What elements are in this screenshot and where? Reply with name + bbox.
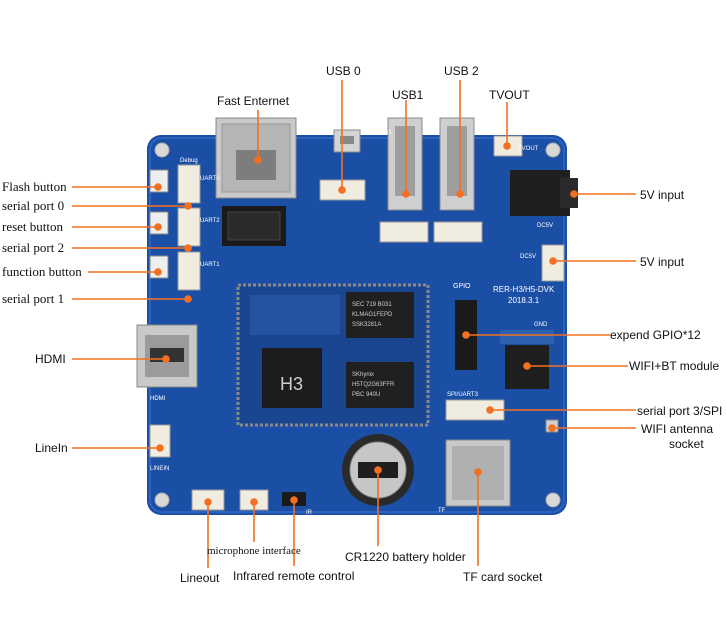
silk-linein: LINEIN	[150, 466, 169, 472]
label-wifi-antenna: WIFI antenna	[641, 422, 714, 436]
label-hdmi: HDMI	[35, 352, 66, 366]
silk-ir: IR	[306, 510, 313, 516]
label-5v-input-bottom: 5V input	[640, 255, 685, 269]
silk-uart1: UART1	[200, 262, 220, 268]
silk-ram1: SKhynix	[352, 372, 374, 378]
silk-mem3: SSK3281A	[352, 322, 381, 328]
silk-spi-uart3: SPI/UART3	[447, 392, 479, 398]
silk-uart0: UART0	[200, 176, 220, 182]
mounting-hole	[545, 142, 561, 158]
uart0-header	[177, 164, 201, 204]
uart1-header	[177, 251, 201, 291]
usb2-header	[433, 221, 483, 243]
silk-usb2: USB2	[424, 130, 440, 136]
silk-usb0: USB0	[307, 130, 323, 136]
silk-dc5v: DC5V	[520, 254, 536, 260]
silk-mem1: SEC 719 B031	[352, 302, 392, 308]
label-5v-input-top: 5V input	[640, 188, 685, 202]
label-serial-spi: serial port 3/SPI	[637, 404, 723, 418]
silk-ram2: H5TQ2G63FFR	[352, 382, 395, 388]
label-linein: LineIn	[35, 441, 68, 455]
silk-tvout: TVOUT	[518, 146, 539, 152]
silk-tf: TF	[438, 508, 446, 514]
label-usb0: USB 0	[326, 64, 361, 78]
label-battery-holder: CR1220 battery holder	[345, 550, 466, 564]
silk-hdmi: HDMI	[150, 396, 166, 402]
silk-net: NET	[203, 129, 215, 135]
label-wifi-bt: WIFI+BT module	[629, 359, 720, 373]
usb1-header	[379, 221, 429, 243]
silk-dc5v: DC5V	[537, 223, 553, 229]
ddr-chip	[346, 362, 414, 408]
mounting-hole	[545, 492, 561, 508]
label-microphone: microphone interface	[207, 545, 301, 557]
label-serial-port-0: serial port 0	[2, 198, 65, 213]
label-wifi-antenna-socket: socket	[669, 437, 704, 451]
label-lineout: Lineout	[180, 571, 220, 585]
label-tf-card: TF card socket	[463, 570, 543, 584]
mounting-hole	[154, 142, 170, 158]
label-fast-ethernet: Fast Enternet	[217, 94, 290, 108]
linein-header	[149, 424, 171, 458]
h3-soc	[262, 348, 322, 408]
silk-gpio: GPIO	[453, 283, 471, 290]
label-reset-button: reset button	[2, 219, 64, 234]
silk-debug: Debug	[180, 158, 198, 164]
silk-chip-h3: H3	[280, 374, 303, 394]
silk-ram3: PBC 940U	[352, 392, 380, 398]
silk-board-date: 2018.3.1	[508, 296, 540, 305]
label-serial-port-2: serial port 2	[2, 240, 65, 255]
emmc-chip	[346, 292, 414, 338]
label-serial-port-1: serial port 1	[2, 291, 65, 306]
label-infrared: Infrared remote control	[233, 569, 355, 583]
label-usb1: USB1	[392, 88, 424, 102]
label-function-button: function button	[2, 264, 82, 279]
uart2-header	[177, 207, 201, 247]
silk-uart2: UART2	[200, 218, 220, 224]
mounting-hole	[154, 492, 170, 508]
leader-lines	[72, 80, 636, 568]
silk-usb1: USB1	[376, 130, 392, 136]
label-tvout: TVOUT	[489, 88, 530, 102]
silk-mem2: KLMAG1FEPD	[352, 312, 393, 318]
label-usb2: USB 2	[444, 64, 479, 78]
silk-board-name: RER-H3/H5-DVK	[493, 285, 555, 294]
silk-gnd: GND	[534, 322, 548, 328]
label-flash-button: Flash button	[2, 179, 67, 194]
reset-button-part	[149, 211, 169, 235]
label-gpio: expend GPIO*12	[610, 328, 701, 342]
